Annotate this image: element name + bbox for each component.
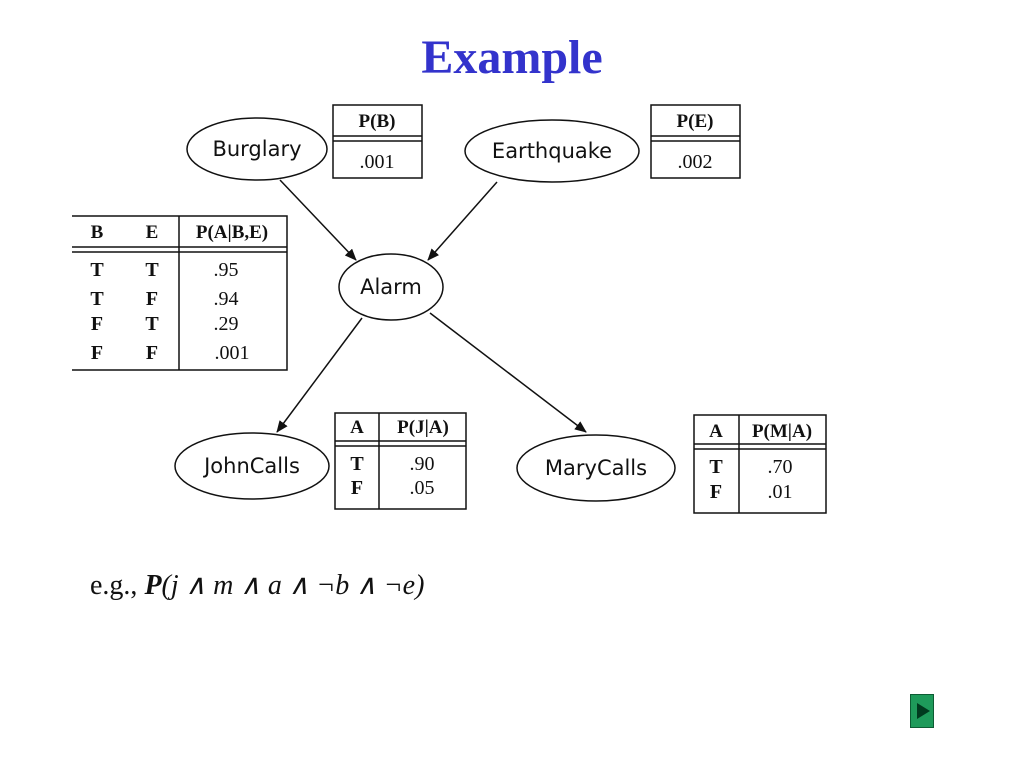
edge-alarm-johncalls [276, 317, 363, 433]
cpt-marycalls-header-a: A [709, 421, 723, 442]
cpt-johncalls-cell: .05 [410, 477, 435, 499]
cpt-alarm-cell: F [146, 288, 158, 310]
node-burglary: Burglary [186, 117, 328, 181]
edge-burglary-alarm [279, 179, 357, 261]
cpt-alarm-header-p: P(A|B,E) [196, 222, 268, 243]
cpt-alarm-cell: T [145, 259, 159, 281]
cpt-earthquake: P(E) .002 [650, 104, 741, 179]
cpt-alarm-header-b: B [91, 222, 104, 243]
cpt-earthquake-value: .002 [678, 151, 713, 173]
next-slide-button[interactable] [910, 694, 934, 728]
cpt-marycalls-cell: .70 [768, 456, 793, 478]
cpt-marycalls-cell: T [709, 456, 723, 478]
cpt-alarm-cell: .95 [214, 259, 239, 281]
query-probability-symbol: P [144, 570, 162, 601]
cpt-earthquake-header: P(E) [677, 111, 714, 132]
node-alarm: Alarm [338, 253, 444, 321]
node-marycalls: MaryCalls [516, 434, 676, 502]
cpt-alarm-cell: .94 [214, 288, 239, 310]
edge-alarm-marycalls [429, 312, 587, 433]
node-johncalls-label: JohnCalls [202, 454, 300, 478]
cpt-marycalls-header-p: P(M|A) [752, 421, 812, 442]
cpt-alarm-cell: T [90, 259, 104, 281]
cpt-johncalls: A P(J|A) T .90 F .05 [334, 412, 467, 510]
next-arrow-icon [917, 703, 930, 719]
node-burglary-label: Burglary [212, 137, 301, 161]
cpt-alarm-cell: T [145, 313, 159, 335]
query-expression: (j ∧ m ∧ a ∧ ¬b ∧ ¬e) [161, 570, 425, 601]
cpt-alarm-cell: F [91, 313, 103, 335]
cpt-johncalls-cell: .90 [410, 453, 435, 475]
node-earthquake: Earthquake [464, 119, 640, 183]
cpt-alarm: B E P(A|B,E) T T .95 T F .94 F T .29 F F… [72, 215, 288, 371]
example-query: e.g., P(j ∧ m ∧ a ∧ ¬b ∧ ¬e) [90, 568, 424, 602]
cpt-burglary: P(B) .001 [332, 104, 423, 179]
cpt-marycalls-cell: F [710, 481, 722, 503]
cpt-alarm-cell: T [90, 288, 104, 310]
cpt-alarm-cell: F [91, 342, 103, 364]
cpt-johncalls-cell: F [351, 477, 363, 499]
query-prefix: e.g., [90, 570, 145, 601]
slide-title: Example [421, 31, 603, 84]
cpt-alarm-header-e: E [146, 222, 159, 243]
cpt-alarm-cell: F [146, 342, 158, 364]
node-alarm-label: Alarm [360, 275, 422, 299]
cpt-burglary-header: P(B) [359, 111, 396, 132]
node-johncalls: JohnCalls [174, 432, 330, 500]
cpt-alarm-cell: .001 [215, 342, 250, 364]
node-earthquake-label: Earthquake [492, 139, 612, 163]
cpt-johncalls-cell: T [350, 453, 364, 475]
node-marycalls-label: MaryCalls [545, 456, 647, 480]
cpt-johncalls-header-a: A [350, 417, 364, 438]
cpt-johncalls-header-p: P(J|A) [397, 417, 449, 438]
edge-earthquake-alarm [427, 181, 498, 261]
cpt-alarm-cell: .29 [214, 313, 239, 335]
cpt-marycalls: A P(M|A) T .70 F .01 [693, 414, 827, 514]
cpt-burglary-value: .001 [360, 151, 395, 173]
cpt-marycalls-cell: .01 [768, 481, 793, 503]
